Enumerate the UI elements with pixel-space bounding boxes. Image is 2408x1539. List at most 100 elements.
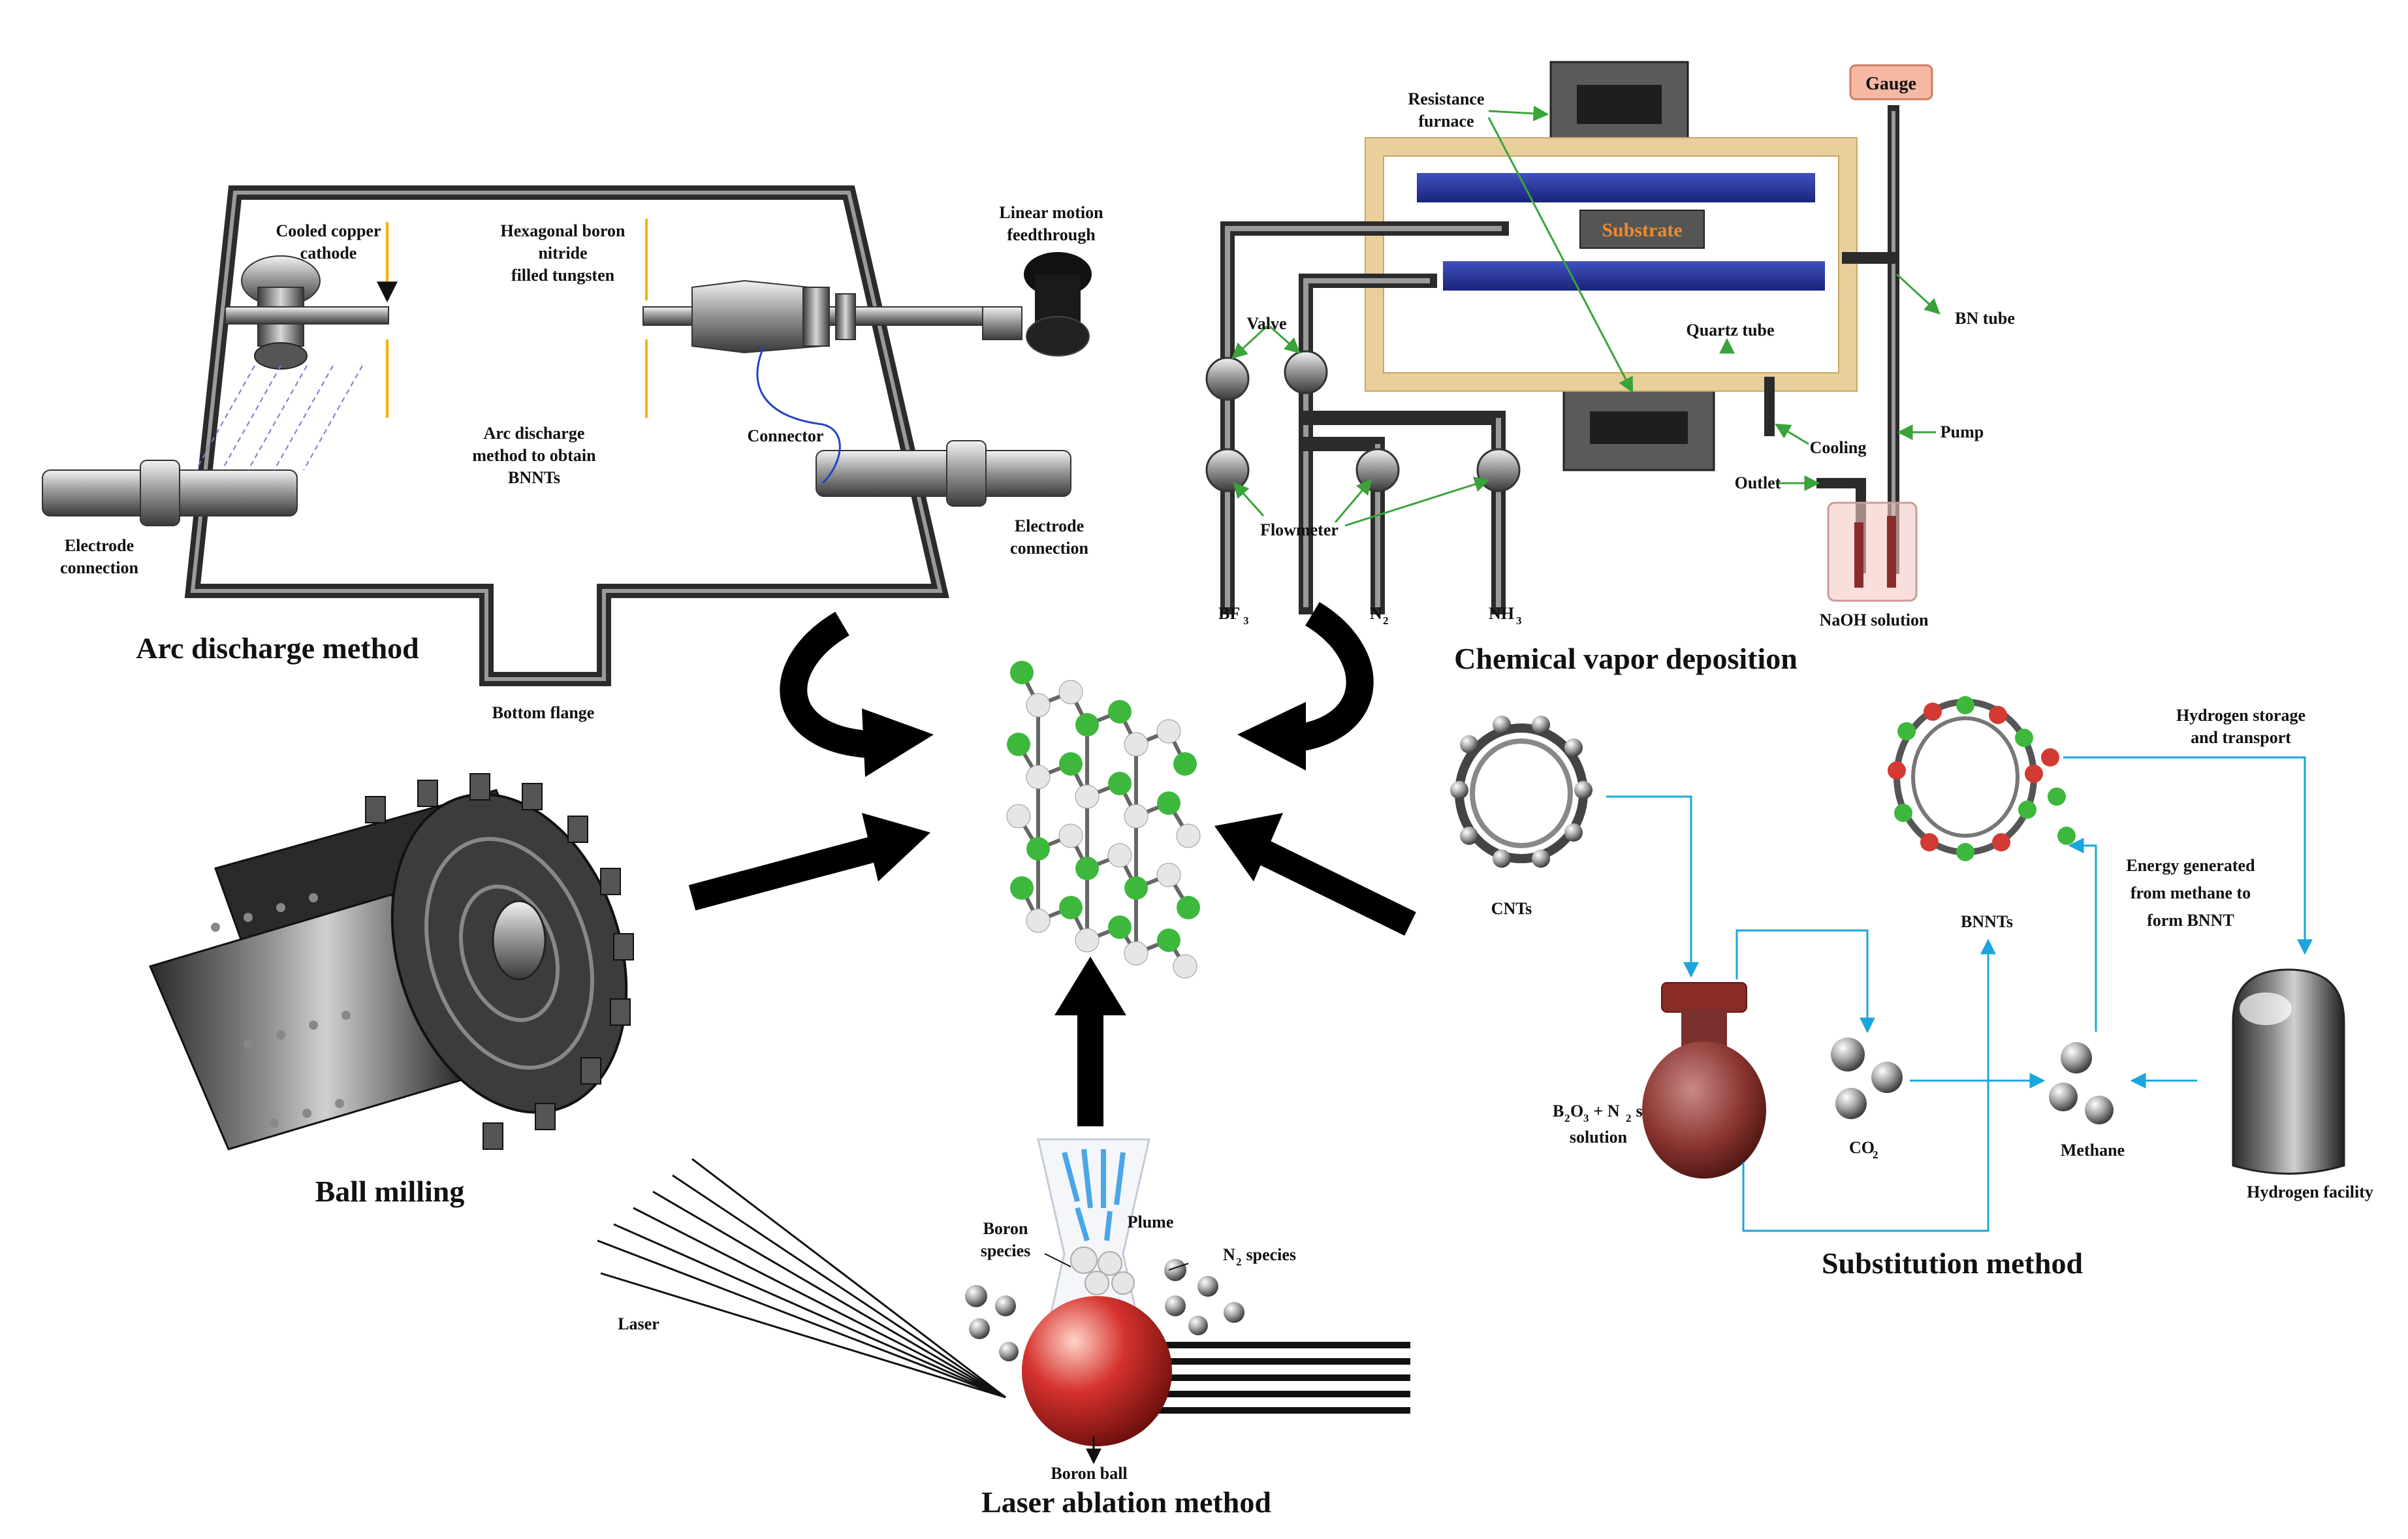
svg-text:N: N <box>1370 604 1382 623</box>
label-co2: CO 2 <box>1849 1138 1878 1161</box>
svg-text:3: 3 <box>1583 1112 1589 1124</box>
flask-body <box>1642 1041 1766 1179</box>
svg-text:species: species <box>1242 1245 1296 1264</box>
svg-text:BF: BF <box>1218 604 1240 623</box>
plume-streaks <box>1062 1149 1126 1242</box>
label-furnace-1: Resistance <box>1408 89 1485 108</box>
right-electrode-flange <box>946 440 987 507</box>
label-bottom-flange: Bottom flange <box>492 703 595 722</box>
label-electrode-left-1: Electrode <box>65 536 134 555</box>
gap-indicator-arrows <box>377 219 648 418</box>
label-n2-species: N 2 species <box>1223 1245 1296 1268</box>
n2-species-spheres <box>965 1259 1244 1361</box>
svg-text:2: 2 <box>1626 1112 1632 1124</box>
label-hydrogen-facility: Hydrogen facility <box>2247 1182 2373 1201</box>
label-quartz-tube: Quartz tube <box>1686 321 1774 340</box>
laser-ablation-panel: Plume Boron species N 2 species Laser Bo… <box>597 1138 1410 1519</box>
naoh-beaker <box>1827 501 1918 602</box>
mill-bolts <box>211 893 351 1128</box>
label-n2: N 2 <box>1370 604 1389 627</box>
label-gauge: Gauge <box>1865 74 1916 94</box>
label-center-3: BNNTs <box>508 468 560 487</box>
title-laser-ablation: Laser ablation method <box>981 1485 1271 1519</box>
label-energy-1: Energy generated <box>2126 856 2255 875</box>
quartz-tube-frame <box>1366 138 1856 390</box>
label-solution: solution <box>1570 1128 1628 1147</box>
label-energy-3: form BNNT <box>2147 911 2234 930</box>
label-bf3: BF 3 <box>1218 604 1249 627</box>
cnt-ring <box>1450 716 1592 868</box>
laser-beams <box>597 1158 1006 1399</box>
label-valve: Valve <box>1246 314 1286 333</box>
label-center-2: method to obtain <box>472 446 596 465</box>
label-boron-ball: Boron ball <box>1051 1464 1127 1483</box>
arrow-ball-to-bnnt <box>688 836 879 911</box>
gauge-box <box>1849 64 1933 101</box>
label-furnace-2: furnace <box>1418 112 1474 131</box>
label-cathode-1: Cooled copper <box>276 221 381 240</box>
valves <box>1205 350 1521 492</box>
label-connector: Connector <box>748 426 824 445</box>
title-ball-milling: Ball milling <box>315 1175 465 1208</box>
title-cvd: Chemical vapor deposition <box>1454 642 1798 675</box>
svg-text:2: 2 <box>1383 614 1389 627</box>
svg-text:NH: NH <box>1489 604 1514 623</box>
label-naoh: NaOH solution <box>1820 611 1929 629</box>
co2-spheres <box>1831 1038 1903 1119</box>
mill-gear-teeth <box>365 773 634 1150</box>
arrow-subst-to-bnnt <box>1258 840 1416 936</box>
svg-text:B: B <box>1553 1102 1564 1120</box>
svg-text:3: 3 <box>1243 614 1249 627</box>
svg-text:N: N <box>1223 1245 1235 1264</box>
label-flowmeter: Flowmeter <box>1260 520 1339 539</box>
label-cnts: CNTs <box>1491 899 1532 918</box>
methane-spheres <box>2049 1042 2114 1124</box>
boron-ball <box>1022 1296 1172 1446</box>
title-substitution: Substitution method <box>1822 1246 2083 1280</box>
svg-text:O: O <box>1570 1102 1583 1120</box>
label-bnnts: BNNTs <box>1961 912 2013 931</box>
boron-species-spheres <box>1070 1246 1135 1295</box>
label-nh3: NH 3 <box>1489 604 1522 627</box>
label-pump: Pump <box>1941 422 1984 441</box>
cvd-label-arrows <box>1231 105 1941 527</box>
label-cathode-2: cathode <box>300 244 357 262</box>
connector-cable <box>756 345 841 484</box>
label-h2-storage-2: and transport <box>2191 728 2291 747</box>
label-electrode-left-2: connection <box>60 558 138 577</box>
label-boron-species-1: Boron <box>983 1219 1028 1238</box>
label-electrode-right-2: connection <box>1010 539 1088 558</box>
bnnt-ring <box>1888 696 2076 861</box>
svg-text:2: 2 <box>1873 1149 1878 1161</box>
label-substrate: Substrate <box>1602 219 1682 241</box>
substitution-panel: CNTs BNNTs Hydrogen storage and transpor… <box>1450 696 2373 1280</box>
cvd-panel: Substrate Gauge <box>1205 61 2015 675</box>
label-b2o3: B 2 O 3 + N 2 s <box>1553 1102 1643 1124</box>
flask-cap <box>1661 982 1747 1013</box>
label-hbn-1: Hexagonal boron <box>501 221 626 240</box>
bnnt-nanotube-center <box>1006 661 1201 979</box>
label-boron-species-2: species <box>981 1241 1031 1260</box>
label-outlet: Outlet <box>1735 473 1781 492</box>
cathode-base <box>254 342 308 370</box>
substitution-flow-lines <box>1606 756 2313 1232</box>
label-h2-storage-1: Hydrogen storage <box>2176 706 2305 725</box>
label-laser: Laser <box>618 1314 659 1333</box>
label-energy-2: from methane to <box>2131 883 2251 902</box>
label-center-1: Arc discharge <box>484 424 585 443</box>
label-electrode-right-1: Electrode <box>1015 516 1084 535</box>
title-arc-discharge: Arc discharge method <box>136 631 419 665</box>
label-linear-2: feedthrough <box>1007 225 1096 244</box>
svg-text:2: 2 <box>1236 1256 1242 1268</box>
ball-milling-panel: Ball milling <box>148 773 634 1208</box>
arc-plasma-lines <box>195 365 363 471</box>
label-cooling: Cooling <box>1810 438 1867 457</box>
process-arrows <box>688 602 1416 1126</box>
arc-discharge-panel: Cooled copper cathode Hexagonal boron ni… <box>42 185 1103 722</box>
target-rods <box>1156 1342 1410 1414</box>
label-bn-tube: BN tube <box>1955 309 2015 328</box>
svg-text:CO: CO <box>1849 1138 1875 1157</box>
label-hbn-3: filled tungsten <box>511 266 615 285</box>
left-electrode-flange <box>140 460 180 526</box>
